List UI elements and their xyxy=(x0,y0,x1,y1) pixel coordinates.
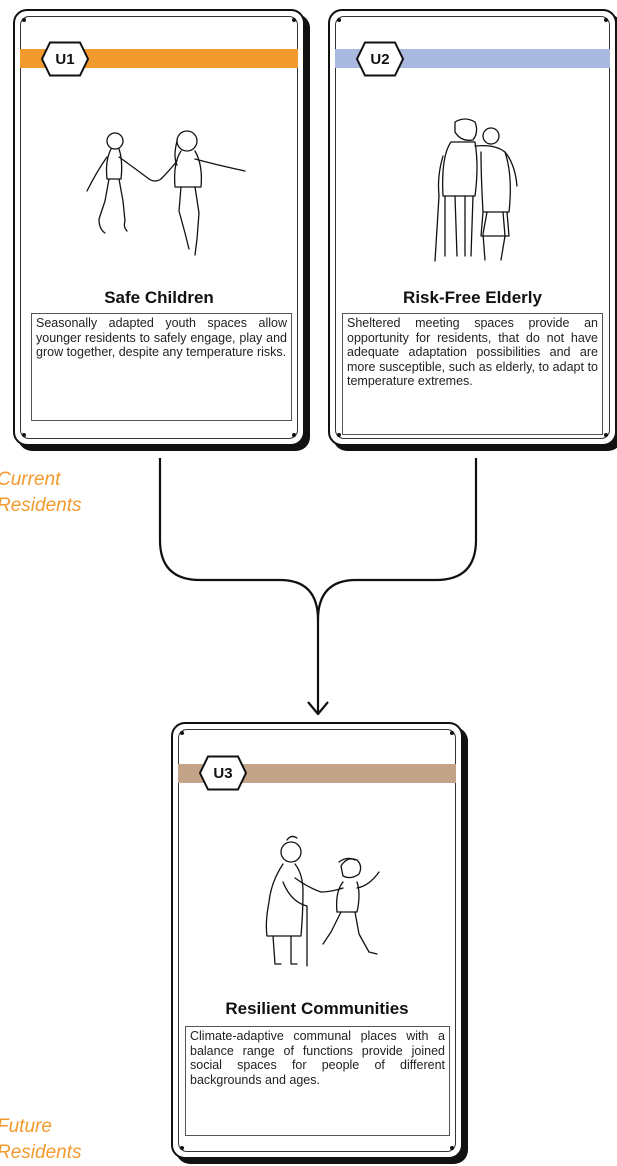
current-residents-label: Current Residents xyxy=(0,469,82,516)
color-band xyxy=(335,49,610,68)
arrow-down-icon xyxy=(307,701,329,716)
elderly-couple-icon xyxy=(434,118,518,262)
card-u2-risk-free-elderly: U2 Risk-Free Elderly Sheltered meeting s… xyxy=(328,9,617,446)
grandmother-child-icon xyxy=(265,835,380,967)
badge-u1: U1 xyxy=(40,41,90,77)
badge-u3: U3 xyxy=(198,755,248,791)
card-u1-safe-children: U1 Safe Children Seasonally adapted yout… xyxy=(13,9,305,446)
card-u3-resilient-communities: U3 Resilient Communities Climate-adaptiv… xyxy=(171,722,463,1159)
color-band xyxy=(20,49,298,68)
color-band xyxy=(178,764,456,783)
future-residents-label: Future Residents xyxy=(0,1116,82,1163)
children-running-icon xyxy=(86,130,246,256)
badge-u2: U2 xyxy=(355,41,405,77)
